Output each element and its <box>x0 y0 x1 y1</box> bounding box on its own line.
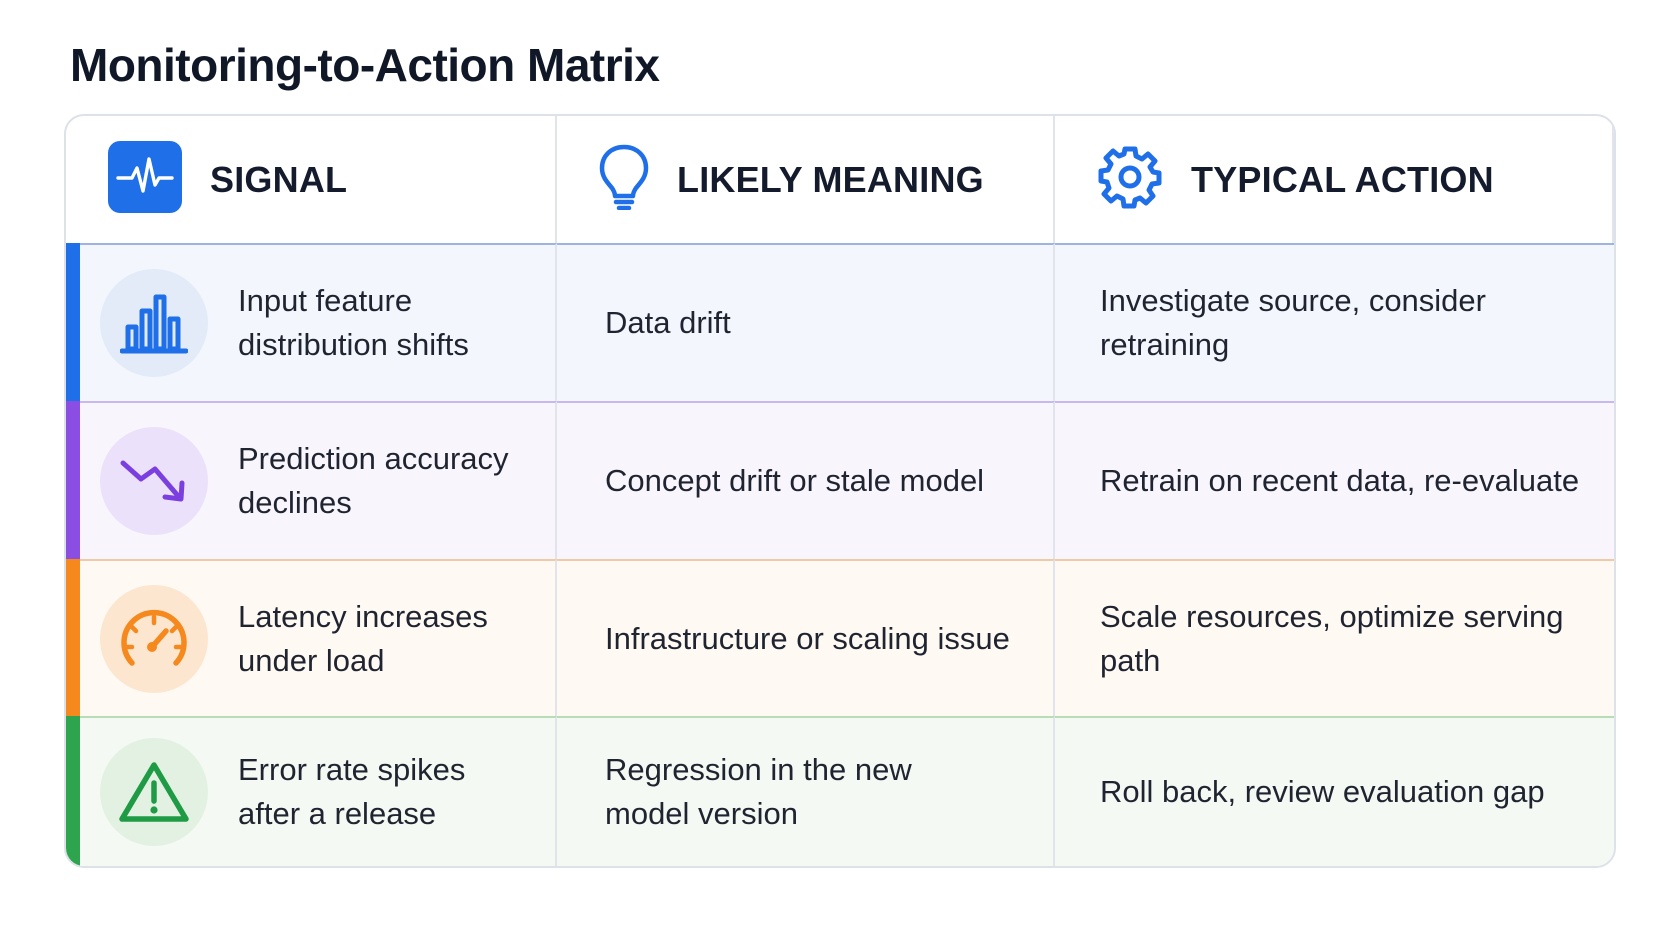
signal-cell: Latency increases under load <box>66 559 557 716</box>
action-text: Investigate source, consider retraining <box>1100 283 1486 362</box>
meaning-cell: Infrastructure or scaling issue <box>557 559 1055 716</box>
action-text: Retrain on recent data, re-evaluate <box>1100 463 1580 498</box>
signal-cell: Input feature distribution shifts <box>66 243 557 401</box>
meaning-text: Infrastructure or scaling issue <box>605 620 1010 656</box>
header-signal: SIGNAL <box>66 116 557 243</box>
action-text: Roll back, review evaluation gap <box>1100 774 1545 809</box>
signal-text: Input feature distribution shifts <box>238 283 469 362</box>
signal-cell: Error rate spikes after a release <box>66 716 557 866</box>
bar-chart-icon <box>100 269 208 377</box>
meaning-text: Regression in the new model version <box>605 752 912 831</box>
signal-text: Latency increases under load <box>238 598 488 678</box>
action-cell: Roll back, review evaluation gap <box>1055 716 1614 866</box>
page-title: Monitoring-to-Action Matrix <box>70 39 660 91</box>
warning-icon <box>100 738 208 846</box>
header-typical-action: TYPICAL ACTION <box>1055 116 1614 243</box>
action-cell: Scale resources, optimize serving path <box>1055 559 1614 716</box>
action-cell: Retrain on recent data, re-evaluate <box>1055 401 1614 559</box>
header-likely-meaning: LIKELY MEANING <box>557 116 1055 243</box>
meaning-text: Concept drift or stale model <box>605 463 985 498</box>
signal-text: Prediction accuracy declines <box>238 441 509 520</box>
pulse-icon <box>108 141 182 218</box>
action-cell: Investigate source, consider retraining <box>1055 243 1614 401</box>
header-label: TYPICAL ACTION <box>1191 158 1494 200</box>
trend-down-icon <box>100 427 208 535</box>
signal-text: Error rate spikes after a release <box>238 752 466 831</box>
meaning-cell: Regression in the new model version <box>557 716 1055 866</box>
meaning-cell: Concept drift or stale model <box>557 401 1055 559</box>
matrix-table: SIGNAL LIKELY MEANING T <box>64 114 1616 868</box>
header-label: SIGNAL <box>210 158 348 200</box>
signal-cell: Prediction accuracy declines <box>66 401 557 559</box>
action-text: Scale resources, optimize serving path <box>1100 598 1564 678</box>
speedometer-icon <box>100 584 208 693</box>
meaning-text: Data drift <box>605 305 731 340</box>
gear-icon <box>1097 144 1163 215</box>
header-label: LIKELY MEANING <box>677 158 984 200</box>
lightbulb-icon <box>599 144 649 215</box>
meaning-cell: Data drift <box>557 243 1055 401</box>
